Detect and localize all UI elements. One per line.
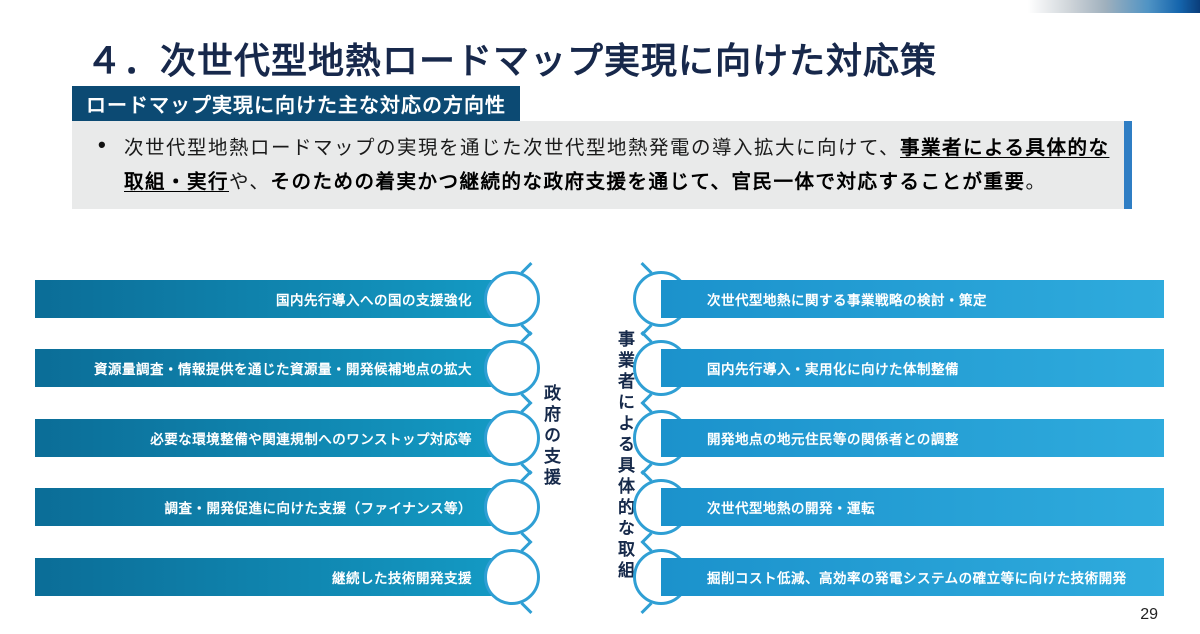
summary-text: 次世代型地熱ロードマップの実現を通じた次世代型地熱発電の導入拡大に向けて、事業者… <box>124 131 1114 199</box>
gov-support-axis-label: 政府の支援 <box>541 384 560 489</box>
page-number: 29 <box>1140 606 1158 623</box>
business-action-label: 次世代型地熱の開発・運転 <box>707 501 875 516</box>
gov-support-row: 資源量調査・情報提供を通じた資源量・開発候補地点の拡大 <box>35 340 540 396</box>
gov-support-row: 国内先行導入への国の支援強化 <box>35 271 540 327</box>
business-action-label: 次世代型地熱に関する事業戦略の検討・策定 <box>707 293 987 308</box>
bullet-marker: • <box>98 132 106 157</box>
gov-support-row: 調査・開発促進に向けた支援（ファイナンス等） <box>35 479 540 535</box>
business-action-bar: 次世代型地熱に関する事業戦略の検討・策定 <box>661 280 1164 318</box>
business-action-row: 次世代型地熱の開発・運転 <box>633 479 1164 535</box>
gov-support-bar: 必要な環境整備や関連規制へのワンストップ対応等 <box>35 419 512 457</box>
business-actions-axis-label: 事業者による具体的な取組 <box>615 330 634 582</box>
gov-support-bar: 調査・開発促進に向けた支援（ファイナンス等） <box>35 488 512 526</box>
summary-segment-emphasis: 事業者による具体的な取組・実行 <box>124 137 1110 193</box>
business-action-label: 開発地点の地元住民等の関係者との調整 <box>707 432 959 447</box>
summary-segment: 次世代型地熱ロードマップの実現を通じた次世代型地熱発電の導入拡大に向けて、 <box>124 137 901 159</box>
page-title: ４．次世代型地熱ロードマップ実現に向けた対応策 <box>86 40 938 81</box>
gov-support-row: 必要な環境整備や関連規制へのワンストップ対応等 <box>35 410 540 466</box>
gov-support-bar: 継続した技術開発支援 <box>35 558 512 596</box>
top-accent-bar <box>1028 0 1200 13</box>
business-action-row: 掘削コスト低減、高効率の発電システムの確立等に向けた技術開発 <box>633 549 1164 605</box>
gov-support-bar: 国内先行導入への国の支援強化 <box>35 280 512 318</box>
business-action-bar: 掘削コスト低減、高効率の発電システムの確立等に向けた技術開発 <box>661 558 1164 596</box>
gov-support-label: 調査・開発促進に向けた支援（ファイナンス等） <box>164 501 472 516</box>
gov-support-label: 必要な環境整備や関連規制へのワンストップ対応等 <box>150 432 472 447</box>
business-action-row: 次世代型地熱に関する事業戦略の検討・策定 <box>633 271 1164 327</box>
connector-node-icon <box>484 410 540 466</box>
business-action-row: 国内先行導入・実用化に向けた体制整備 <box>633 340 1164 396</box>
business-action-label: 掘削コスト低減、高効率の発電システムの確立等に向けた技術開発 <box>707 571 1127 586</box>
gov-support-label: 継続した技術開発支援 <box>332 571 472 586</box>
summary-segment: や、 <box>229 171 271 193</box>
summary-segment-emphasis: そのための着実かつ継続的な政府支援を通じて、官民一体で対応することが重要 <box>270 171 1026 193</box>
business-action-bar: 国内先行導入・実用化に向けた体制整備 <box>661 349 1164 387</box>
section-badge: ロードマップ実現に向けた主な対応の方向性 <box>72 86 520 122</box>
gov-support-label: 国内先行導入への国の支援強化 <box>276 293 472 308</box>
summary-accent-strip <box>1124 121 1132 209</box>
connector-node-icon <box>484 479 540 535</box>
business-action-bar: 開発地点の地元住民等の関係者との調整 <box>661 419 1164 457</box>
connector-node-icon <box>484 549 540 605</box>
business-action-row: 開発地点の地元住民等の関係者との調整 <box>633 410 1164 466</box>
business-action-bar: 次世代型地熱の開発・運転 <box>661 488 1164 526</box>
gov-support-row: 継続した技術開発支援 <box>35 549 540 605</box>
connector-node-icon <box>484 271 540 327</box>
gov-support-label: 資源量調査・情報提供を通じた資源量・開発候補地点の拡大 <box>94 362 472 377</box>
summary-box: • 次世代型地熱ロードマップの実現を通じた次世代型地熱発電の導入拡大に向けて、事… <box>72 121 1132 209</box>
connector-node-icon <box>484 340 540 396</box>
business-action-label: 国内先行導入・実用化に向けた体制整備 <box>707 362 959 377</box>
summary-segment: 。 <box>1025 171 1047 193</box>
gov-support-bar: 資源量調査・情報提供を通じた資源量・開発候補地点の拡大 <box>35 349 512 387</box>
